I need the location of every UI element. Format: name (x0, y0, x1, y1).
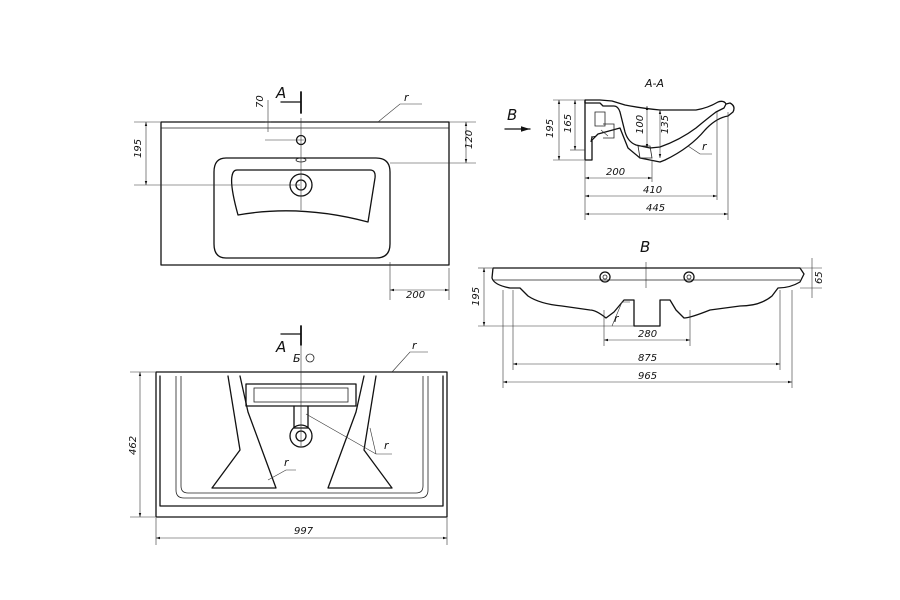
section-aa-profile (584, 99, 727, 149)
dim-445-label: 445 (646, 203, 665, 214)
bottom-view-rib-left (211, 375, 277, 489)
bottom-view-rib-right (327, 375, 393, 489)
bottom-radius-label-1: r (412, 339, 418, 352)
bottom-radius-label-2: r (384, 439, 390, 452)
dim-65-label: 65 (814, 271, 825, 284)
dim-70-label: 70 (255, 95, 266, 108)
view-b: B 65 195 280 875 965 r (471, 238, 825, 388)
view-b-title: B (640, 238, 650, 256)
top-view-bowl (213, 157, 391, 259)
dim-135-label: 135 (660, 115, 671, 134)
view-b-profile (491, 267, 805, 327)
dim-200-top-label: 200 (406, 290, 425, 301)
section-aa-title: A-A (644, 77, 664, 90)
top-view-outline (160, 121, 450, 266)
dim-195-b-label: 195 (471, 287, 482, 306)
dim-875-label: 875 (638, 353, 657, 364)
dim-965-label: 965 (638, 371, 657, 382)
top-view: A 70 195 120 200 r (133, 84, 476, 301)
dim-200-aa-label: 200 (606, 167, 625, 178)
top-radius-label: r (404, 91, 410, 104)
aa-radius-label-2: r (702, 140, 708, 153)
dim-100-label: 100 (635, 115, 646, 134)
bottom-section-letter: A (275, 338, 286, 356)
bottom-radius-label-3: r (284, 456, 290, 469)
bottom-view-outline (155, 371, 448, 518)
dim-280-label: 280 (638, 329, 657, 340)
dim-410-label: 410 (643, 185, 662, 196)
bottom-view: A Б 462 997 r r r (128, 325, 448, 545)
dim-997-label: 997 (294, 526, 314, 537)
section-view-letter: B (507, 106, 517, 124)
detail-label: Б (293, 352, 301, 365)
top-section-letter: A (275, 84, 286, 102)
dim-462-label: 462 (128, 436, 139, 455)
dim-165-label: 165 (563, 114, 574, 133)
section-aa: A-A B 195 165 100 135 200 410 445 (504, 77, 735, 220)
dim-120-label: 120 (464, 130, 475, 149)
aa-radius-label: r (590, 132, 596, 145)
view-b-hole-right (683, 271, 695, 283)
view-b-hole-left (599, 271, 611, 283)
dim-195-top-label: 195 (133, 139, 144, 158)
b-radius-label: r (614, 312, 620, 325)
dim-195-aa-label: 195 (545, 119, 556, 138)
